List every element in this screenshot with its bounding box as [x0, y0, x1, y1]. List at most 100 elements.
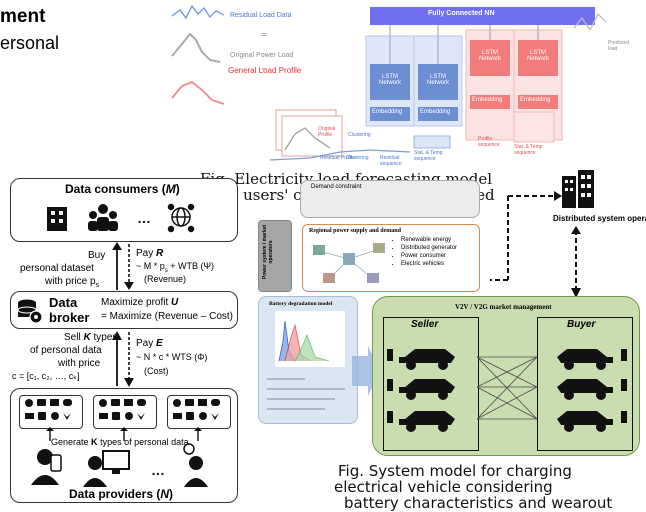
regional-supply-box: Regional power supply and demand Renewab… — [302, 224, 480, 292]
ev-trade-graphic — [387, 349, 627, 432]
maximize-line2: = Maximize (Revenue – Cost) — [101, 311, 233, 322]
original-load-curve — [171, 32, 221, 63]
embedding-blue-1 — [370, 107, 410, 121]
ps-operator-label: Power system / market operators — [262, 224, 274, 280]
minus-sign: – — [262, 64, 267, 73]
clustering-label-1: Clustering — [348, 132, 371, 138]
battery-degradation-panel: Battery degradation model — [258, 296, 358, 424]
personal-data-icons-2 — [99, 399, 146, 420]
load-forecasting-diagram: Residual Load Data = Original Power Load… — [170, 0, 640, 170]
personal-data-icons-3 — [173, 399, 220, 420]
embedding-label-2: Embedding — [420, 109, 451, 115]
data-consumers-box: Data consumers (M) … — [10, 178, 238, 242]
pay-r-line: Pay R — [136, 248, 164, 259]
sell-line3: with price — [58, 358, 101, 369]
embedding-blue-2 — [418, 107, 458, 121]
database-gear-icon — [17, 299, 43, 324]
broker-line1: Data — [49, 295, 78, 310]
consumer-icons: … — [47, 203, 195, 233]
equals-sign: = — [262, 30, 267, 39]
provider-glyphs: … — [25, 399, 220, 487]
subtitle-fragment: ersonal — [0, 33, 60, 53]
lstm-label-2: LSTM Network — [426, 74, 449, 86]
seller-car-icons — [387, 349, 455, 432]
seller-label: Seller — [411, 319, 439, 330]
data-broker-box: Data broker Maximize profit U = Maximize… — [10, 291, 238, 329]
residual-sequence-label: Residual sequence — [380, 155, 402, 167]
embedding-red-2 — [518, 95, 558, 109]
buyer-car-icons — [557, 349, 627, 432]
buyer-panel — [537, 317, 633, 451]
battery-equations — [267, 378, 345, 410]
buy-line2: personal dataset — [20, 263, 94, 274]
lstm-blue-2 — [418, 64, 458, 100]
lstm-red-2 — [518, 40, 558, 76]
dso-building-icon — [562, 170, 594, 208]
fc-nn-bar — [370, 7, 595, 25]
predicted-load-curve — [573, 12, 607, 32]
svg-text:…: … — [151, 462, 165, 478]
pay-r-equation: ~ M * ps + WTB (Ψ) — [136, 261, 215, 274]
maximize-line1: Maximize profit U — [101, 297, 179, 308]
market-title: V2V / V2G market management — [455, 303, 552, 311]
sell-line1: Sell K types — [64, 332, 118, 343]
sell-line2: of personal data — [30, 345, 102, 356]
consumer-broker-arrows — [112, 242, 134, 290]
stat-temp-label-2: Stat. & Temp sequence — [514, 144, 543, 156]
regional-item: Distributed generator — [401, 245, 457, 251]
general-load-curve — [171, 80, 225, 105]
svg-text:…: … — [137, 210, 151, 226]
broker-line2: broker — [49, 310, 90, 325]
pay-e-note: (Cost) — [144, 366, 169, 376]
residual-label: Residual Load Data — [230, 12, 292, 19]
demand-constraint-box: Demand constraint — [300, 180, 480, 218]
buyer-label: Buyer — [567, 319, 596, 330]
residual-profile-label: Residual Profile — [320, 155, 356, 161]
providers-title: Data providers (N) — [69, 487, 174, 501]
dso-label: Distributed system operator — [553, 214, 646, 223]
regional-item: Renewable energy — [401, 237, 457, 243]
lstm-label-3: LSTM Network — [478, 50, 501, 62]
lstm-red-1 — [470, 40, 510, 76]
demand-constraint-label: Demand constraint — [311, 184, 362, 190]
pay-e-line: Pay E — [136, 338, 163, 349]
regional-network-graphic — [313, 243, 385, 283]
pay-e-equation: ~ N * c * WTS (Φ) — [136, 352, 208, 362]
person-watch-icon — [183, 443, 208, 487]
sell-line4: c = [c₁, c₂, …, cₖ] — [12, 371, 80, 381]
consumers-title: Data consumers (M) — [65, 182, 180, 196]
title-fragment: ment — [0, 6, 46, 27]
building-icon — [47, 207, 67, 231]
lstm-label-1: LSTM Network — [378, 74, 401, 86]
v2g-dashed-connectors — [490, 191, 581, 298]
original-profile-label: Original Profile — [318, 126, 336, 138]
embedding-label-4: Embedding — [520, 97, 551, 103]
data-providers-box: … Generate K types of personal data Data… — [10, 388, 238, 503]
clustering-label-2: Clustering — [346, 155, 369, 161]
residual-load-curve — [171, 4, 225, 20]
regional-list: Renewable energy Distributed generator P… — [389, 235, 457, 269]
global-network-icon — [167, 203, 195, 233]
ps-operator-panel: Power system / market operators — [258, 220, 292, 292]
embedding-label-1: Embedding — [372, 109, 403, 115]
personal-data-icons-1 — [25, 399, 72, 420]
predicted-label: Predicted load — [608, 40, 630, 52]
embedding-label-3: Embedding — [472, 97, 503, 103]
v2g-caption-line2: electrical vehicle considering — [334, 478, 553, 496]
person-phone-icon — [31, 449, 62, 485]
forecast-graphic — [171, 4, 607, 161]
v2g-caption-line3: battery characteristics and wearout — [344, 494, 613, 512]
embedding-red-1 — [470, 95, 510, 109]
battery-degradation-chart — [275, 311, 345, 367]
stat-temp-label: Stat. & Temp sequence — [414, 150, 443, 162]
lstm-blue-1 — [370, 64, 410, 100]
buy-line3: with price ps — [45, 276, 100, 289]
general-label: General Load Profile — [228, 66, 302, 75]
pay-r-note: (Revenue) — [144, 274, 187, 284]
person-computer-icon — [83, 450, 130, 487]
broker-provider-arrows — [112, 331, 134, 387]
team-money-icon — [88, 204, 118, 231]
v2g-market-box: V2V / V2G market management Seller Buyer — [372, 296, 640, 456]
lstm-label-4: LSTM Network — [526, 50, 549, 62]
profile-sequence-label: Profile sequence — [478, 136, 500, 148]
